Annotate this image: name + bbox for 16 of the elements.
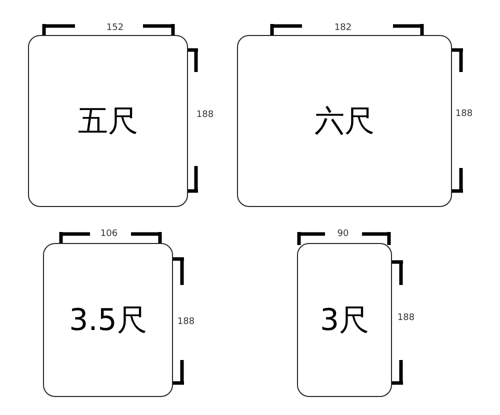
dimension-value: 188 xyxy=(196,110,214,120)
size-label: 六尺 xyxy=(314,102,374,140)
mattress-outline xyxy=(43,243,173,397)
size-label: 3尺 xyxy=(320,302,370,340)
dimension-value: 182 xyxy=(334,23,352,33)
dimension-value: 188 xyxy=(177,317,195,327)
mattress-outline xyxy=(28,35,188,207)
size-label: 五尺 xyxy=(78,102,138,140)
size-label: 3.5尺 xyxy=(69,302,147,340)
dimension-value: 188 xyxy=(455,109,473,119)
dimension-value: 152 xyxy=(106,23,124,33)
dimension-value: 188 xyxy=(397,313,415,323)
dimension-value: 90 xyxy=(337,229,349,239)
mattress-outline xyxy=(297,243,392,397)
dimension-value: 106 xyxy=(100,229,118,239)
mattress-outline xyxy=(237,35,452,207)
